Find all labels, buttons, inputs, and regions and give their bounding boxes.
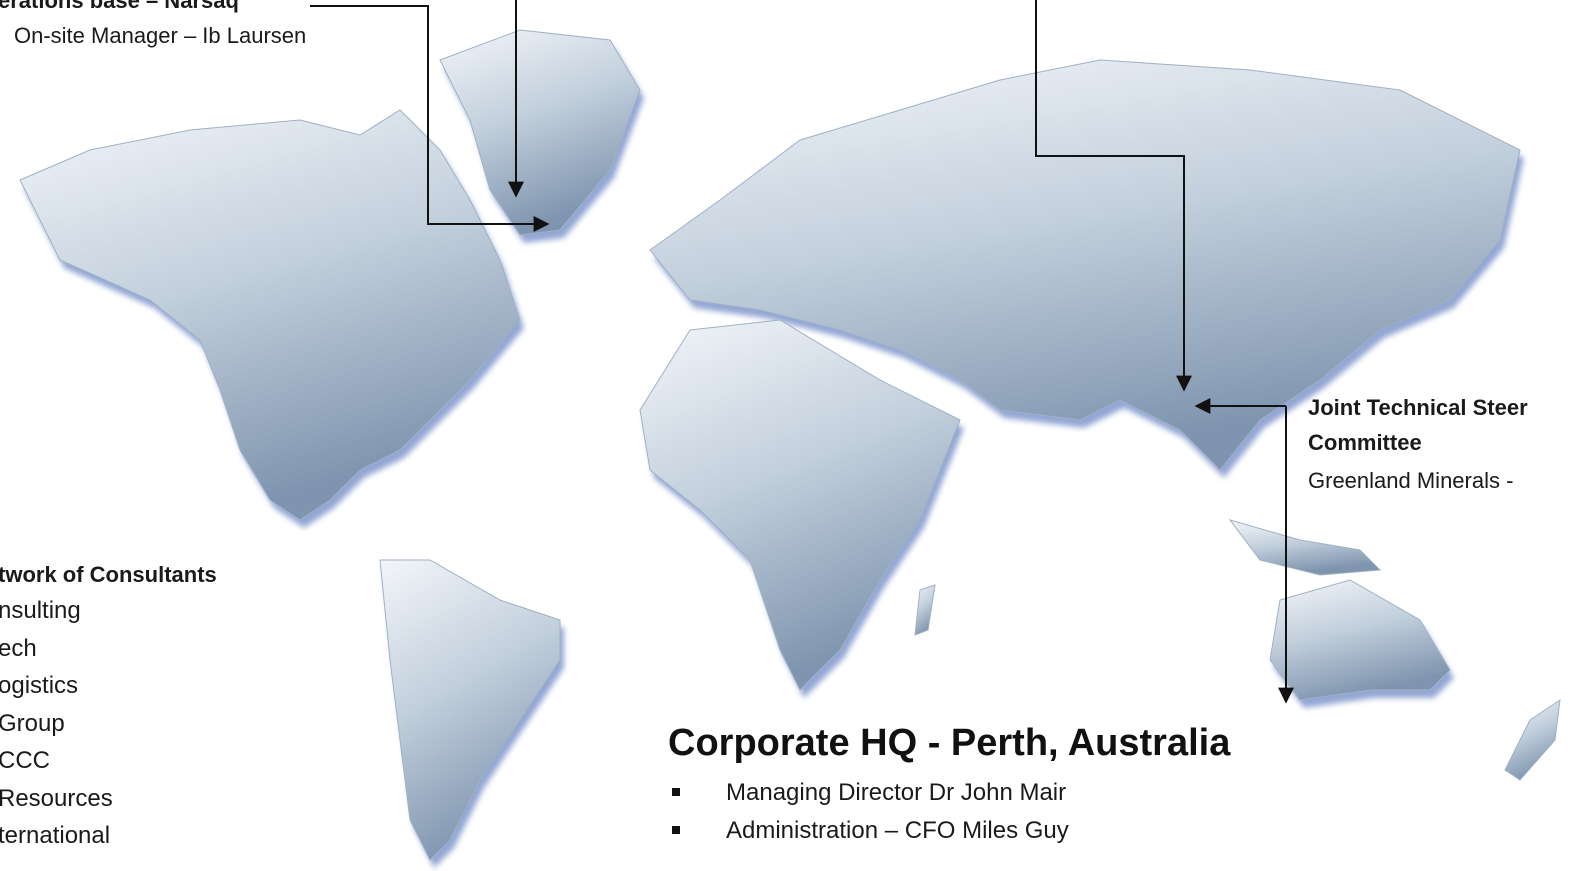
consultant-item: ogistics [0, 672, 79, 699]
south-america [379, 559, 561, 861]
narsaq-connector [310, 5, 550, 232]
corporate-hq-title: Corporate HQ - Perth, Australia [668, 722, 1231, 764]
consultant-item: nsulting [0, 597, 81, 624]
land [19, 29, 1561, 861]
north-america [19, 109, 521, 521]
steering-member: Greenland Minerals - [1308, 468, 1514, 493]
hq-item: Managing Director Dr John Mair [668, 774, 1069, 812]
consultant-item: Group [0, 709, 65, 737]
africa [639, 319, 961, 691]
consultants-title: twork of Consultants [0, 562, 217, 587]
connectors [310, 0, 1294, 704]
steering-title-line1: Joint Technical Steer [1308, 395, 1528, 420]
hq-item: Administration – CFO Miles Guy [668, 812, 1069, 850]
consultants-list: nsulting ech ogistics Group CCC Resource… [0, 592, 113, 855]
consultant-item: CCC [0, 747, 50, 774]
consultant-item: Resources [0, 784, 113, 812]
eurasia [649, 59, 1521, 471]
china-connector [1035, 0, 1192, 392]
new-zealand [1504, 698, 1561, 781]
ops-base-manager: On-site Manager – Ib Laursen [14, 23, 307, 48]
consultant-item: ternational [0, 822, 111, 849]
consultant-item: ech [0, 634, 37, 662]
ops-base-title: erations base – Narsaq [0, 0, 239, 13]
madagascar [914, 584, 936, 636]
indonesia [1228, 519, 1382, 576]
corporate-hq-list: Managing Director Dr John Mair Administr… [668, 774, 1069, 850]
steering-title-line2: Committee [1308, 430, 1422, 455]
australia [1269, 579, 1451, 701]
greenland [439, 29, 641, 236]
